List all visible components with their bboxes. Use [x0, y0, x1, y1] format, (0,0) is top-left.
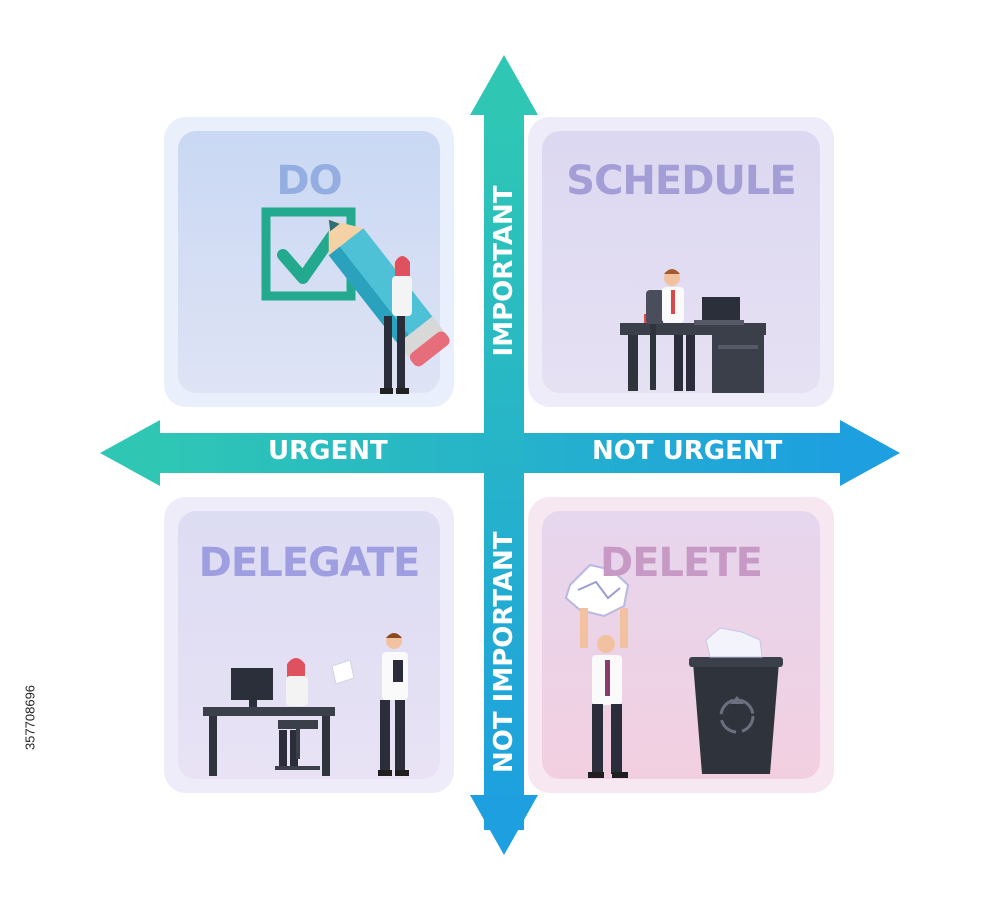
- delegate-title: DELEGATE: [198, 540, 421, 586]
- paper-icon: [331, 659, 355, 685]
- crumpled-paper-icon: [564, 563, 630, 618]
- woman-figure: [380, 256, 412, 394]
- seated-woman: [275, 658, 320, 770]
- monitor-icon: [231, 668, 273, 707]
- do-title: DO: [276, 158, 342, 204]
- man-at-desk: [646, 269, 695, 391]
- laptop-icon: [694, 297, 744, 325]
- pencil-icon: [328, 219, 450, 367]
- recycle-icon: [719, 696, 755, 734]
- not-important-label: NOT IMPORTANT: [489, 531, 519, 773]
- not-urgent-label: NOT URGENT: [592, 436, 783, 466]
- vertical-axis-arrow: [470, 55, 538, 855]
- delete-title: DELETE: [600, 540, 763, 586]
- delete-quadrant: [542, 511, 820, 779]
- stock-id-text: 357708696: [22, 684, 38, 751]
- man-throwing: [580, 608, 628, 778]
- schedule-title: SCHEDULE: [566, 158, 796, 204]
- urgent-label: URGENT: [268, 436, 388, 466]
- office-desk: [620, 323, 766, 393]
- trash-bin-icon: [689, 627, 783, 774]
- important-label: IMPORTANT: [489, 185, 519, 357]
- standing-man: [378, 633, 409, 776]
- delegate-desk: [203, 707, 335, 776]
